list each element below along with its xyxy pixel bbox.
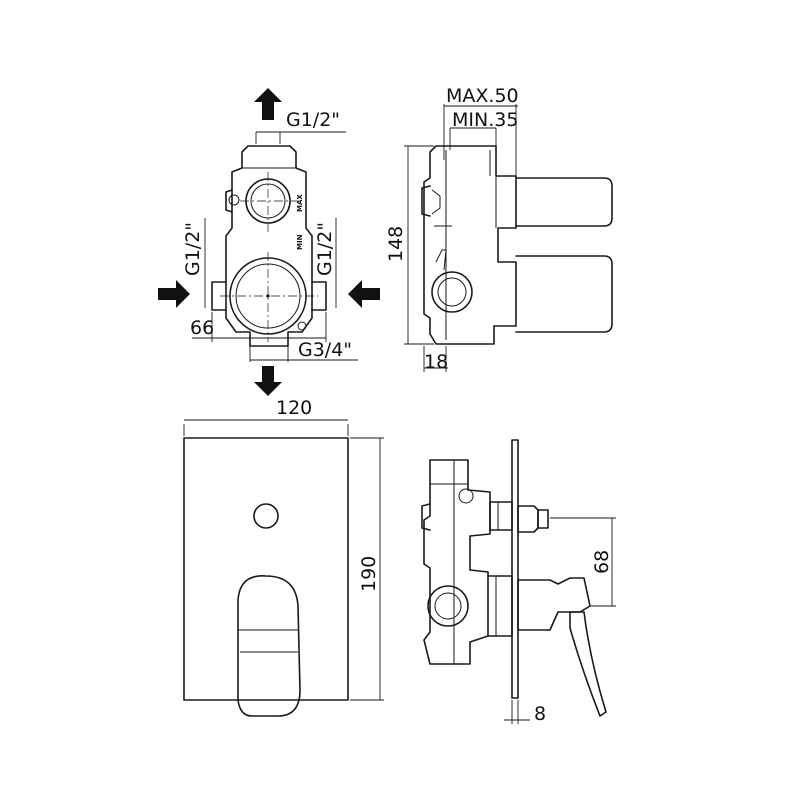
body-width-label: 66 bbox=[190, 317, 214, 339]
body-side-offset-label: 18 bbox=[424, 351, 448, 373]
assembly-side-view: 68 8 bbox=[421, 439, 616, 725]
min-marking: MIN bbox=[296, 234, 304, 250]
diverter-button-icon bbox=[253, 503, 279, 529]
inlet-arrow-left-icon bbox=[158, 280, 190, 308]
max-marking: MAX bbox=[296, 194, 304, 212]
outlet-arrow-up-icon bbox=[254, 88, 282, 120]
outlet-arrow-down-icon bbox=[254, 366, 282, 396]
plate-thickness-label: 8 bbox=[534, 703, 546, 725]
plate-width-label: 120 bbox=[276, 397, 312, 419]
right-inlet-thread-label: G1/2" bbox=[314, 222, 336, 276]
lever-handle-icon bbox=[237, 575, 301, 717]
cover-plate-front-view: 120 190 bbox=[183, 397, 384, 717]
valve-body-front-view: MAX MIN G1/2" G1/2" G1/2" 66 G3/4" bbox=[158, 88, 380, 396]
top-outlet-thread-label: G1/2" bbox=[286, 109, 340, 131]
inlet-arrow-right-icon bbox=[348, 280, 380, 308]
depth-min-label: MIN.35 bbox=[452, 109, 518, 131]
handle-offset-label: 68 bbox=[591, 550, 613, 574]
body-height-label: 148 bbox=[385, 226, 407, 262]
plate-height-label: 190 bbox=[358, 556, 380, 592]
depth-max-label: MAX.50 bbox=[446, 85, 519, 107]
valve-body-side-view: MAX.50 MIN.35 148 18 bbox=[385, 85, 613, 373]
left-inlet-thread-label: G1/2" bbox=[182, 222, 204, 276]
lever-blade-icon bbox=[569, 611, 607, 717]
bottom-outlet-thread-label: G3/4" bbox=[298, 339, 352, 361]
